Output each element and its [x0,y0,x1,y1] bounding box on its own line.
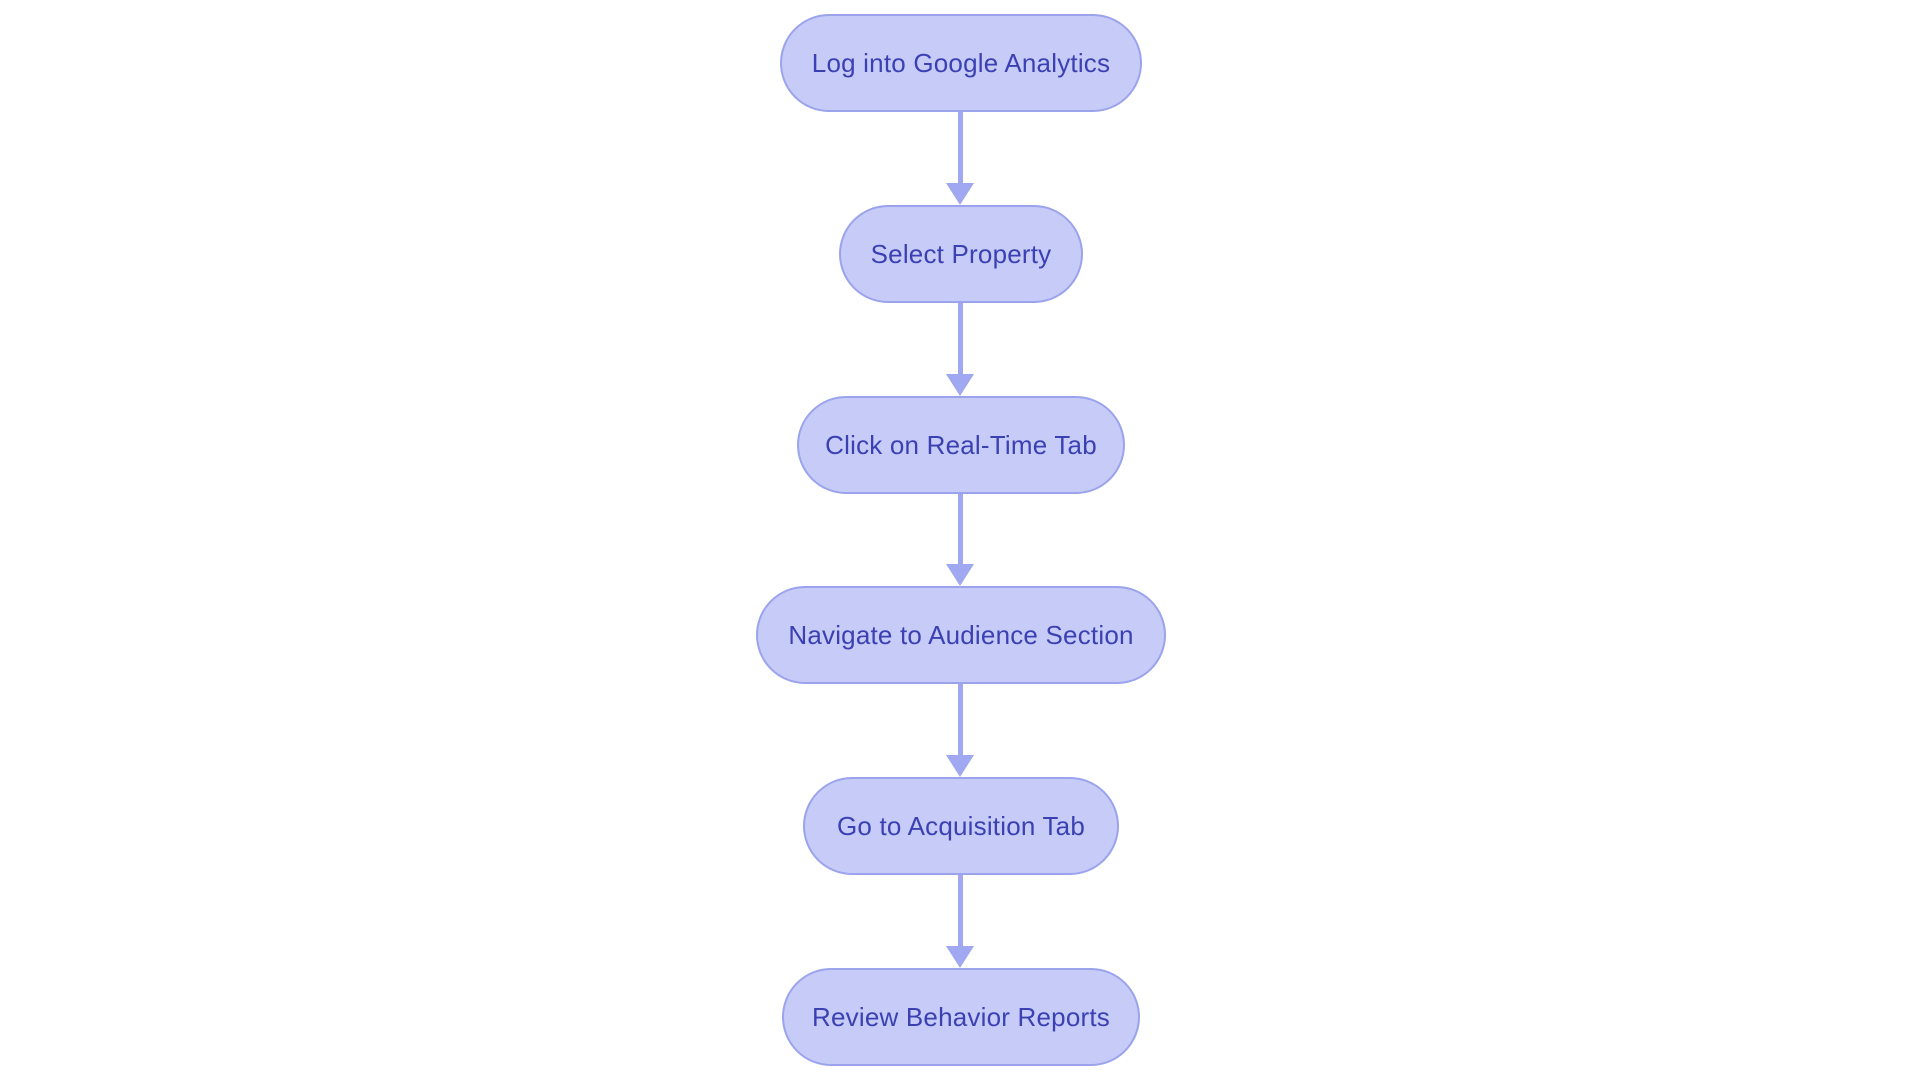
arrowhead-down-icon [946,564,974,586]
flow-arrow-step4-step5 [946,684,974,777]
flow-node-select-property: Select Property [839,205,1083,303]
flow-node-log-into-google-analytics: Log into Google Analytics [780,14,1142,112]
flow-node-label: Go to Acquisition Tab [837,810,1085,841]
flow-node-label: Log into Google Analytics [811,47,1111,78]
flow-node-label: Select Property [870,238,1052,269]
arrowhead-down-icon [946,183,974,205]
arrow-line [957,684,963,755]
flow-node-label: Review Behavior Reports [812,1001,1110,1032]
flow-arrow-step5-step6 [946,875,974,968]
flow-node-review-behavior-reports: Review Behavior Reports [782,968,1140,1066]
arrow-line [957,303,963,374]
arrow-line [957,875,963,946]
flow-node-go-to-acquisition-tab: Go to Acquisition Tab [803,777,1119,875]
flow-arrow-step3-step4 [946,494,974,586]
flow-arrow-step2-step3 [946,303,974,396]
arrow-line [957,494,963,564]
arrowhead-down-icon [946,946,974,968]
arrow-line [957,112,963,183]
flow-node-navigate-to-audience-section: Navigate to Audience Section [756,586,1166,684]
flow-node-label: Navigate to Audience Section [788,619,1134,650]
flow-node-label: Click on Real-Time Tab [825,429,1097,460]
arrowhead-down-icon [946,755,974,777]
arrowhead-down-icon [946,374,974,396]
flow-arrow-step1-step2 [946,112,974,205]
flow-node-click-on-real-time-tab: Click on Real-Time Tab [797,396,1125,494]
